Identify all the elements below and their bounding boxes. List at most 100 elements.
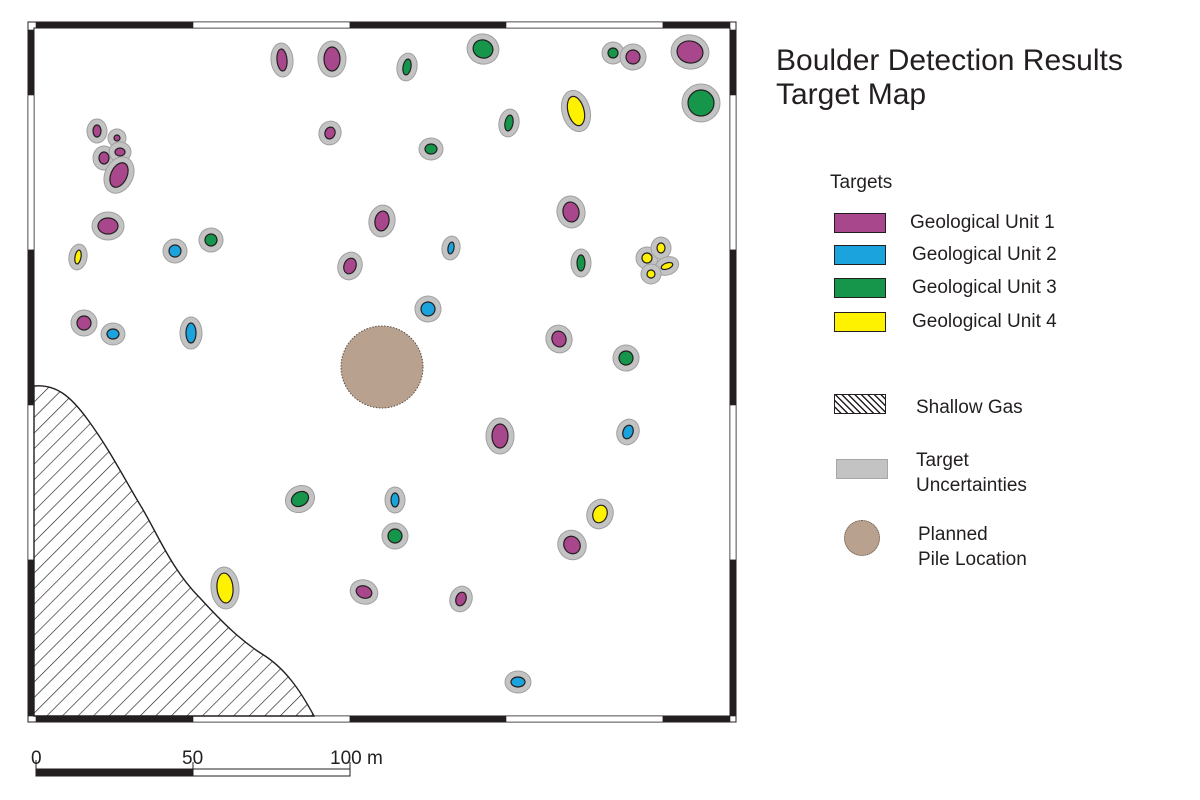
target-core bbox=[420, 301, 436, 317]
target-geological-unit-4 bbox=[560, 89, 592, 133]
frame-tick bbox=[349, 715, 507, 723]
target-core bbox=[491, 423, 509, 449]
target-core bbox=[646, 269, 656, 279]
target-geological-unit-2 bbox=[616, 418, 640, 446]
target-core bbox=[551, 330, 567, 348]
target-core bbox=[185, 322, 197, 344]
target-core bbox=[324, 126, 336, 140]
target-geological-unit-2 bbox=[504, 670, 532, 694]
target-geological-unit-1 bbox=[103, 156, 135, 194]
planned-pile bbox=[340, 325, 424, 409]
target-core bbox=[74, 249, 82, 265]
title-line-2: Target Map bbox=[776, 78, 927, 111]
frame-tick bbox=[349, 21, 507, 29]
target-geological-unit-1 bbox=[545, 324, 573, 354]
target-core bbox=[566, 95, 586, 127]
map-title: Boulder Detection Results Target Map bbox=[776, 44, 1123, 112]
frame-tick bbox=[35, 21, 194, 29]
target-core bbox=[387, 528, 403, 544]
target-core bbox=[402, 58, 412, 76]
target-core bbox=[622, 424, 634, 440]
target-core bbox=[113, 134, 121, 142]
target-geological-unit-1 bbox=[70, 309, 98, 337]
target-core bbox=[98, 151, 110, 165]
target-geological-unit-4 bbox=[654, 256, 680, 276]
target-geological-unit-1 bbox=[556, 195, 586, 229]
target-core bbox=[390, 492, 400, 508]
target-geological-unit-1 bbox=[317, 40, 347, 78]
frame-tick bbox=[729, 559, 737, 717]
target-core bbox=[323, 46, 341, 72]
target-core bbox=[641, 252, 653, 264]
target-core bbox=[216, 572, 234, 604]
target-geological-unit-1 bbox=[86, 118, 108, 144]
target-core bbox=[374, 210, 390, 232]
target-geological-unit-1 bbox=[318, 120, 342, 146]
target-geological-unit-1 bbox=[270, 42, 294, 78]
target-geological-unit-2 bbox=[441, 235, 461, 261]
scale-label-100: 100 m bbox=[330, 748, 383, 769]
target-geological-unit-2 bbox=[100, 322, 126, 346]
target-core bbox=[109, 162, 129, 188]
target-geological-unit-4 bbox=[68, 243, 88, 271]
frame-tick bbox=[27, 404, 35, 561]
target-geological-unit-1 bbox=[485, 417, 515, 455]
target-core bbox=[607, 47, 619, 59]
target-geological-unit-1 bbox=[337, 251, 363, 281]
target-core bbox=[455, 591, 467, 607]
frame-ticks bbox=[27, 21, 737, 723]
title-line-1: Boulder Detection Results bbox=[776, 44, 1123, 77]
target-geological-unit-3 bbox=[396, 52, 418, 82]
target-core bbox=[625, 49, 641, 65]
target-core bbox=[576, 254, 586, 272]
target-core bbox=[504, 114, 514, 132]
target-core bbox=[510, 676, 526, 688]
target-geological-unit-3 bbox=[612, 344, 640, 372]
frame-tick bbox=[27, 249, 35, 406]
target-core bbox=[447, 241, 455, 255]
target-core bbox=[92, 124, 102, 138]
frame-tick bbox=[35, 715, 194, 723]
target-geological-unit-2 bbox=[162, 238, 188, 264]
target-geological-unit-3 bbox=[381, 522, 409, 550]
frame-tick bbox=[505, 715, 664, 723]
frame-tick bbox=[662, 21, 731, 29]
target-geological-unit-3 bbox=[466, 33, 500, 65]
frame-tick bbox=[27, 559, 35, 717]
target-geological-unit-3 bbox=[570, 248, 592, 278]
target-geological-unit-4 bbox=[586, 498, 614, 530]
targets-layer bbox=[68, 33, 721, 694]
frame-tick bbox=[729, 404, 737, 561]
target-core bbox=[472, 39, 494, 59]
frame-tick bbox=[27, 94, 35, 251]
target-geological-unit-3 bbox=[418, 137, 444, 161]
target-geological-unit-3 bbox=[498, 108, 520, 138]
target-core bbox=[290, 490, 310, 508]
frame-tick bbox=[729, 29, 737, 96]
target-geological-unit-3 bbox=[601, 41, 625, 65]
target-core bbox=[204, 233, 218, 247]
target-core bbox=[355, 585, 373, 599]
target-core bbox=[618, 350, 634, 366]
target-core bbox=[276, 48, 288, 72]
target-core bbox=[76, 315, 92, 331]
target-geological-unit-3 bbox=[681, 83, 721, 123]
shallow-gas-area bbox=[33, 385, 316, 717]
target-core bbox=[343, 257, 357, 275]
target-geological-unit-2 bbox=[179, 316, 203, 350]
target-core bbox=[114, 147, 126, 157]
target-core bbox=[563, 535, 581, 555]
target-geological-unit-1 bbox=[368, 204, 396, 238]
target-geological-unit-1 bbox=[349, 579, 379, 605]
target-core bbox=[676, 40, 704, 64]
frame-tick bbox=[505, 21, 664, 29]
target-core bbox=[424, 143, 438, 155]
target-geological-unit-1 bbox=[619, 43, 647, 71]
target-core bbox=[656, 242, 666, 254]
target-geological-unit-1 bbox=[449, 585, 473, 613]
target-geological-unit-2 bbox=[384, 486, 406, 514]
target-core bbox=[660, 261, 674, 271]
target-core bbox=[97, 217, 119, 235]
target-geological-unit-4 bbox=[650, 236, 672, 260]
